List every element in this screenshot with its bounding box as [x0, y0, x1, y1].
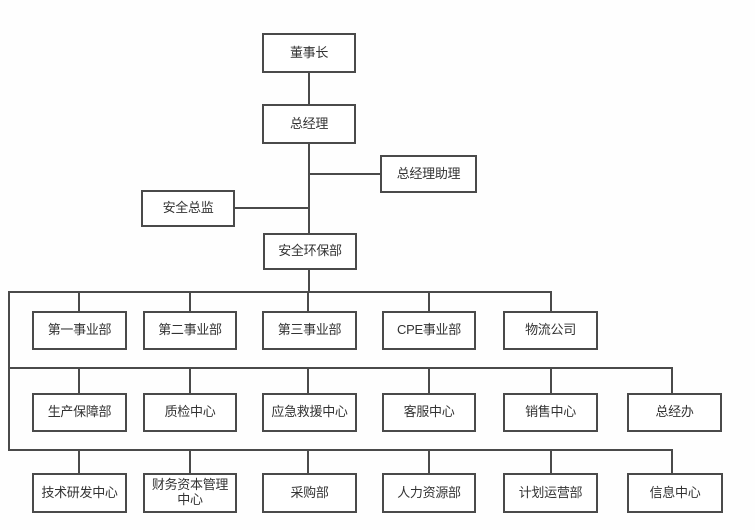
- connector-line: [428, 449, 430, 474]
- connector-line: [428, 291, 430, 312]
- connector-line: [8, 367, 673, 369]
- connector-line: [234, 207, 310, 209]
- org-node-biz-div-3: 第三事业部: [262, 311, 357, 350]
- org-node-hr-dept: 人力资源部: [382, 473, 476, 513]
- org-node-cpe-biz-div: CPE事业部: [382, 311, 476, 350]
- org-node-procurement-dept: 采购部: [262, 473, 357, 513]
- connector-line: [671, 367, 673, 394]
- org-node-planning-ops-dept: 计划运营部: [503, 473, 598, 513]
- org-node-safety-env-dept: 安全环保部: [263, 233, 357, 270]
- connector-line: [189, 449, 191, 474]
- connector-line: [307, 291, 309, 312]
- connector-line: [308, 72, 310, 105]
- connector-line: [307, 449, 309, 474]
- org-node-info-center: 信息中心: [627, 473, 723, 513]
- org-node-logistics-company: 物流公司: [503, 311, 598, 350]
- org-node-biz-div-2: 第二事业部: [143, 311, 237, 350]
- connector-line: [189, 367, 191, 394]
- connector-line: [78, 449, 80, 474]
- org-node-finance-capital-center: 财务资本管理中心: [143, 473, 237, 513]
- connector-line: [78, 291, 80, 312]
- org-node-gm-assistant: 总经理助理: [380, 155, 477, 193]
- connector-line: [550, 291, 552, 312]
- org-node-quality-center: 质检中心: [143, 393, 237, 432]
- org-node-safety-director: 安全总监: [141, 190, 235, 227]
- connector-line: [308, 143, 310, 234]
- connector-line: [8, 449, 673, 451]
- connector-line: [307, 367, 309, 394]
- connector-line: [189, 291, 191, 312]
- org-node-biz-div-1: 第一事业部: [32, 311, 127, 350]
- org-node-general-manager: 总经理: [262, 104, 356, 144]
- connector-line: [308, 269, 310, 293]
- connector-line: [671, 449, 673, 474]
- org-node-emergency-rescue: 应急救援中心: [262, 393, 357, 432]
- org-node-tech-rnd-center: 技术研发中心: [32, 473, 127, 513]
- connector-line: [308, 173, 381, 175]
- org-node-production-support: 生产保障部: [32, 393, 127, 432]
- connector-line: [8, 291, 10, 451]
- connector-line: [550, 449, 552, 474]
- org-node-chairman: 董事长: [262, 33, 356, 73]
- connector-line: [428, 367, 430, 394]
- org-node-customer-service: 客服中心: [382, 393, 476, 432]
- connector-line: [78, 367, 80, 394]
- org-node-sales-center: 销售中心: [503, 393, 598, 432]
- org-node-gm-office: 总经办: [627, 393, 722, 432]
- connector-line: [8, 291, 552, 293]
- connector-line: [550, 367, 552, 394]
